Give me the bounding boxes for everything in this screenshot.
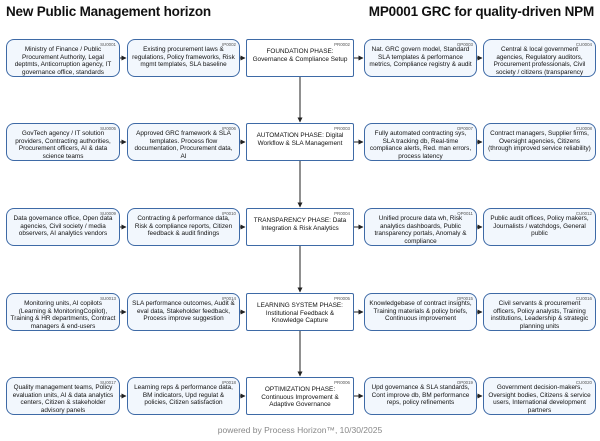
element-id: PR0003 xyxy=(334,126,350,131)
element-text: Ministry of Finance / Public Procurement… xyxy=(14,46,112,76)
model-title: MP0001 GRC for quality-driven NPM xyxy=(368,4,594,19)
element-text: Government decision-makers, Oversight bo… xyxy=(488,384,591,414)
element-text: Quality management teams, Policy evaluat… xyxy=(12,384,114,414)
element-text: Knowledgebase of contract insights, Trai… xyxy=(369,300,472,323)
element-text: Data governance office, Open data agenci… xyxy=(13,215,113,238)
element-text: OPTIMIZATION PHASE: Continuous Improveme… xyxy=(261,386,339,409)
element-id: SU0005 xyxy=(100,126,116,131)
element-id: IP0006 xyxy=(222,126,236,131)
element-id: SU0009 xyxy=(100,211,116,216)
element-text: Approved GRC framework & SLA templates. … xyxy=(134,130,233,160)
element-text: Public audit offices, Policy makers, Jou… xyxy=(490,215,589,238)
element-id: SU0013 xyxy=(100,296,116,301)
element-id: SU0001 xyxy=(100,42,116,47)
element-id: OP0015 xyxy=(456,296,473,301)
element-id: OP0007 xyxy=(456,126,473,131)
element-id: CU0008 xyxy=(575,126,592,131)
element-id: IP0018 xyxy=(222,380,236,385)
element-text: Contract managers, Supplier firms, Overs… xyxy=(488,130,591,153)
element-id: CU0012 xyxy=(575,211,592,216)
element-id: CU0016 xyxy=(575,296,592,301)
element-id: IP0002 xyxy=(222,42,236,47)
element-id: CU0020 xyxy=(575,380,592,385)
element-id: PR0005 xyxy=(334,296,350,301)
element-id: PR0002 xyxy=(334,42,350,47)
element-text: Central & local government agencies, Reg… xyxy=(493,46,586,76)
element-text: Fully automated contracting sys, SLA tra… xyxy=(369,130,472,160)
element-text: LEARNING SYSTEM PHASE: Institutional Fee… xyxy=(257,302,343,325)
element-text: Upd governance & SLA standards, Cont imp… xyxy=(371,384,470,407)
element-id: OP0003 xyxy=(456,42,473,47)
element-text: Nat. GRC govern model, Standard SLA temp… xyxy=(369,46,472,69)
element-text: Unified procure data wh, Risk analytics … xyxy=(374,215,467,245)
element-id: SU0017 xyxy=(100,380,116,385)
element-id: IP0010 xyxy=(222,211,236,216)
element-id: OP0019 xyxy=(456,380,473,385)
element-text: Civil servants & procurement officers, P… xyxy=(490,300,589,330)
element-text: TRANSPARENCY PHASE: Data Integration & R… xyxy=(253,217,347,232)
element-id: PR0004 xyxy=(334,211,350,216)
element-text: AUTOMATION PHASE: Digital Workflow & SLA… xyxy=(256,132,344,147)
element-id: OP0011 xyxy=(457,211,473,216)
diagram-title: New Public Management horizon xyxy=(6,4,211,19)
element-id: IP0014 xyxy=(222,296,236,301)
element-id: CU0004 xyxy=(575,42,592,47)
element-text: GovTech agency / IT solution providers, … xyxy=(15,130,111,160)
element-text: FOUNDATION PHASE: Governance & Complianc… xyxy=(252,48,348,63)
element-text: SLA performance outcomes, Audit & eval d… xyxy=(132,300,235,323)
element-text: Monitoring units, AI copilots (Learning … xyxy=(10,300,116,330)
footer-credit: powered by Process Horizon™, 10/30/2025 xyxy=(217,425,383,435)
element-text: Contracting & performance data, Risk & c… xyxy=(134,215,233,238)
element-text: Learning reps & performance data, BM ind… xyxy=(134,384,233,407)
element-id: PR0006 xyxy=(334,380,350,385)
element-text: Existing procurement laws & regulations,… xyxy=(132,46,235,69)
